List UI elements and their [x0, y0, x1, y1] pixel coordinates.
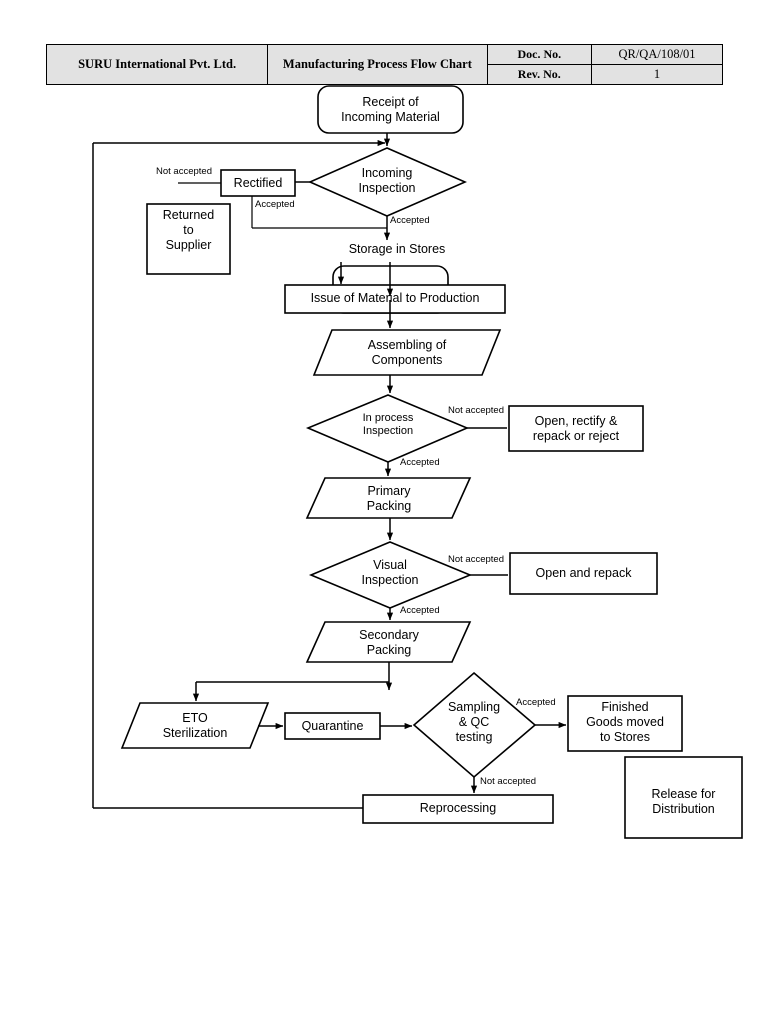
edge-label-not-accepted-visual: Not accepted: [448, 554, 504, 565]
edge-label-not-accepted-incoming: Not accepted: [156, 166, 212, 177]
node-quarantine-label: Quarantine: [301, 719, 364, 733]
node-open-and-repack-label: Open and repack: [535, 566, 632, 580]
node-incoming-inspection-label: Incoming Inspection: [358, 166, 416, 195]
edge-label-accepted-incoming: Accepted: [390, 215, 430, 226]
table-row: Rev. No. 1: [47, 64, 723, 85]
node-primary-packing-label: Primary Packing: [366, 484, 412, 513]
node-storage-rounded-shape: [332, 265, 449, 314]
node-secondary-packing-label: Secondary Packing: [359, 628, 419, 657]
rev-no-label-cell: Rev. No.: [486, 64, 593, 85]
node-receipt-label: Receipt of Incoming Material: [341, 95, 440, 124]
node-in-process-inspection-label: In process Inspection: [362, 412, 414, 437]
edge-label-accepted-visual: Accepted: [400, 605, 440, 616]
node-issue-of-material-label: Issue of Material to Production: [310, 291, 480, 305]
document-header-table: SURU International Pvt. Ltd. Manufacturi…: [45, 44, 723, 85]
company-name-cell: SURU International Pvt. Ltd.: [45, 44, 269, 85]
edge-label-not-accepted-sampling: Not accepted: [480, 776, 536, 787]
node-returned-to-supplier-label: Returned to Supplier: [162, 208, 215, 252]
node-finished-goods-label: Finished Goods moved to Stores: [586, 700, 664, 744]
edge-label-accepted-inprocess: Accepted: [400, 457, 440, 468]
node-reprocessing-label: Reprocessing: [419, 801, 497, 815]
edge-label-accepted-sampling: Accepted: [516, 697, 556, 708]
node-storage-in-stores-label: Storage in Stores: [348, 242, 446, 256]
document-title-cell: Manufacturing Process Flow Chart: [267, 44, 488, 85]
node-rectified-label: Rectified: [233, 176, 283, 190]
node-visual-inspection-label: Visual Inspection: [361, 558, 419, 587]
node-release-distribution-label: Release for Distribution: [651, 787, 716, 816]
edge-label-accepted-rectified: Accepted: [255, 199, 295, 210]
table-row: SURU International Pvt. Ltd. Manufacturi…: [45, 44, 723, 85]
doc-no-value-cell: QR/QA/108/01: [591, 44, 723, 65]
rev-no-value-cell: 1: [591, 64, 723, 85]
node-open-rectify-label: Open, rectify & repack or reject: [532, 414, 620, 443]
edge-label-not-accepted-inprocess: Not accepted: [448, 405, 504, 416]
doc-no-label-cell: Doc. No.: [486, 44, 593, 65]
node-assembling-label: Assembling of Components: [367, 338, 447, 367]
node-eto-sterilization-label: ETO Sterilization: [162, 711, 228, 740]
node-sampling-qc-label: Sampling & QC testing: [447, 700, 501, 744]
